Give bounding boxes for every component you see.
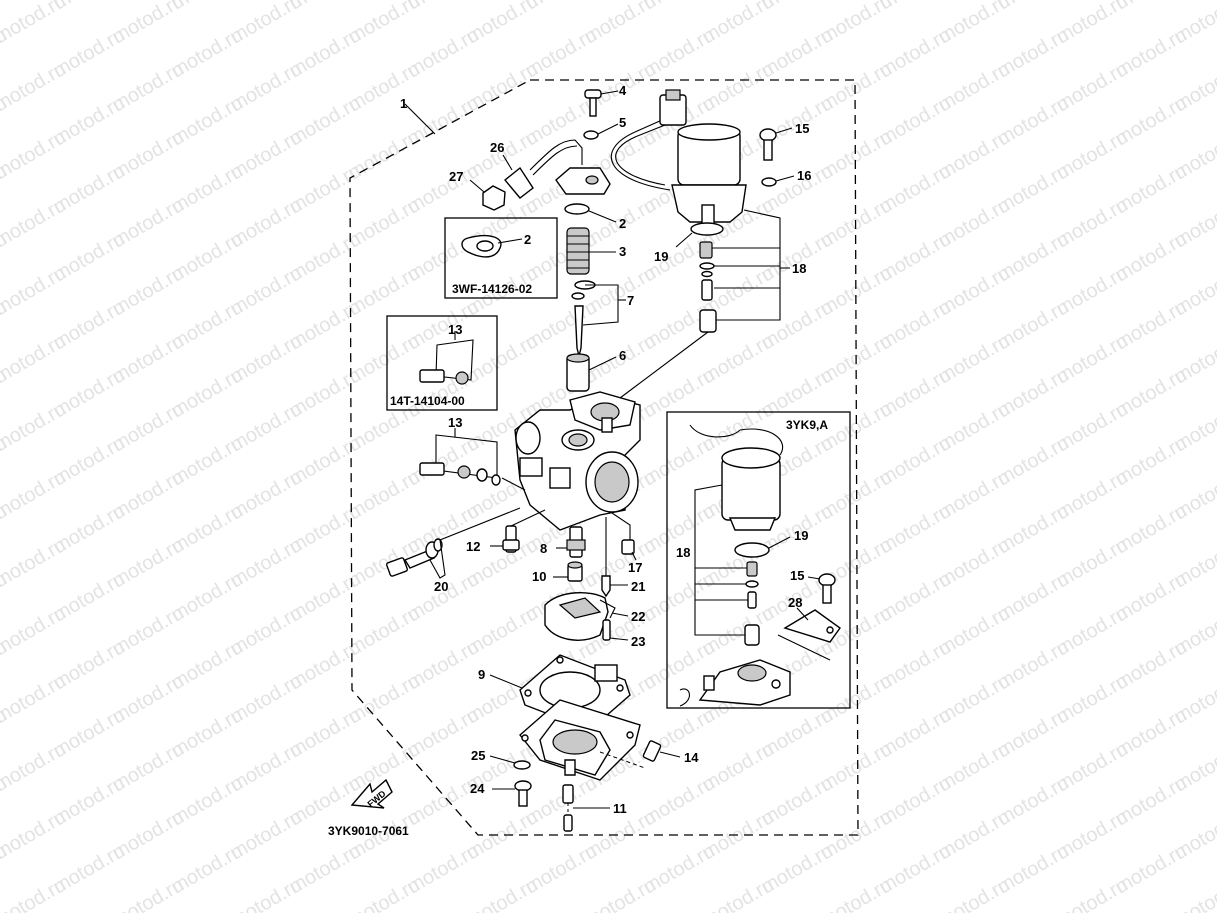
callout-26: 26 xyxy=(490,140,504,155)
watermark-text: motod.ru xyxy=(0,194,70,253)
callout-7: 7 xyxy=(627,293,634,308)
o-ring-2 xyxy=(565,204,616,222)
callout-2-inset: 2 xyxy=(524,232,531,247)
callout-15-variant: 15 xyxy=(790,568,804,583)
watermark-text: motod.ru xyxy=(0,398,70,457)
callout-20: 20 xyxy=(434,579,448,594)
callout-24: 24 xyxy=(470,781,485,796)
gasket-2-inset xyxy=(462,236,522,257)
callout-27: 27 xyxy=(449,169,463,184)
callout-25: 25 xyxy=(471,748,485,763)
watermark-text: motod.ru xyxy=(1171,874,1217,913)
watermark-text: motod.ru xyxy=(1053,874,1132,913)
callout-18-variant: 18 xyxy=(676,545,690,560)
watermark-text: motod.ru xyxy=(0,738,70,797)
callout-11: 11 xyxy=(613,801,627,816)
callout-3: 3 xyxy=(619,244,626,259)
watermark-text: motod.ru xyxy=(0,0,70,48)
watermark-text: motod.ru xyxy=(699,874,778,913)
callout-1: 1 xyxy=(400,96,407,111)
callout-6: 6 xyxy=(619,348,626,363)
watermark-text: motod.ru xyxy=(0,806,70,865)
callout-16: 16 xyxy=(797,168,811,183)
watermark-text: motod.ru xyxy=(0,0,11,14)
watermark-text: motod.ru xyxy=(935,874,1014,913)
watermark-text: motod.ru xyxy=(0,602,70,661)
watermark-text: motod.ru xyxy=(0,874,70,913)
watermark-text: motod.ru xyxy=(0,330,70,389)
callout-5: 5 xyxy=(619,115,626,130)
callout-17: 17 xyxy=(628,560,642,575)
callout-23: 23 xyxy=(631,634,645,649)
callout-21: 21 xyxy=(631,579,645,594)
callout-15: 15 xyxy=(795,121,809,136)
callout-8: 8 xyxy=(540,541,547,556)
callout-28: 28 xyxy=(788,595,802,610)
nut-27 xyxy=(470,180,505,210)
watermark-text: motod.ru xyxy=(227,874,306,913)
callout-10: 10 xyxy=(532,569,546,584)
gasket-inset-code: 3WF-14126-02 xyxy=(452,282,532,296)
callout-14: 14 xyxy=(684,750,699,765)
main-jet-10 xyxy=(553,562,582,581)
callout-22: 22 xyxy=(631,609,645,624)
watermark-text: motod.ru xyxy=(463,874,542,913)
cap-assembly xyxy=(556,168,610,194)
watermark-text: motod.ru xyxy=(817,874,896,913)
watermark-text: motod.ru xyxy=(0,58,70,117)
watermark-text: motod.ru xyxy=(345,874,424,913)
washer-5 xyxy=(584,124,618,139)
screw-24 xyxy=(492,781,531,806)
watermark-text: motod.ru xyxy=(0,670,70,729)
callout-19: 19 xyxy=(654,249,668,264)
jet-inset-code: 14T-14104-00 xyxy=(390,394,465,408)
callout-13: 13 xyxy=(448,415,462,430)
callout-12: 12 xyxy=(466,539,480,554)
variant-inset-code: 3YK9,A xyxy=(786,418,828,432)
watermark-text: motod.ru xyxy=(0,466,70,525)
callout-4: 4 xyxy=(619,83,627,98)
callout-18: 18 xyxy=(792,261,806,276)
callout-2: 2 xyxy=(619,216,626,231)
callout-13-inset: 13 xyxy=(448,322,462,337)
watermark-text: motod.ru xyxy=(0,534,70,593)
callout-9: 9 xyxy=(478,667,485,682)
watermark-text: motod.ru xyxy=(581,874,660,913)
watermark-text: motod.ru xyxy=(0,126,70,185)
diagram-code: 3YK9010-7061 xyxy=(328,824,409,838)
watermark-text: motod.ru xyxy=(109,874,188,913)
callout-19-variant: 19 xyxy=(794,528,808,543)
watermark-text: motod.ru xyxy=(0,262,70,321)
